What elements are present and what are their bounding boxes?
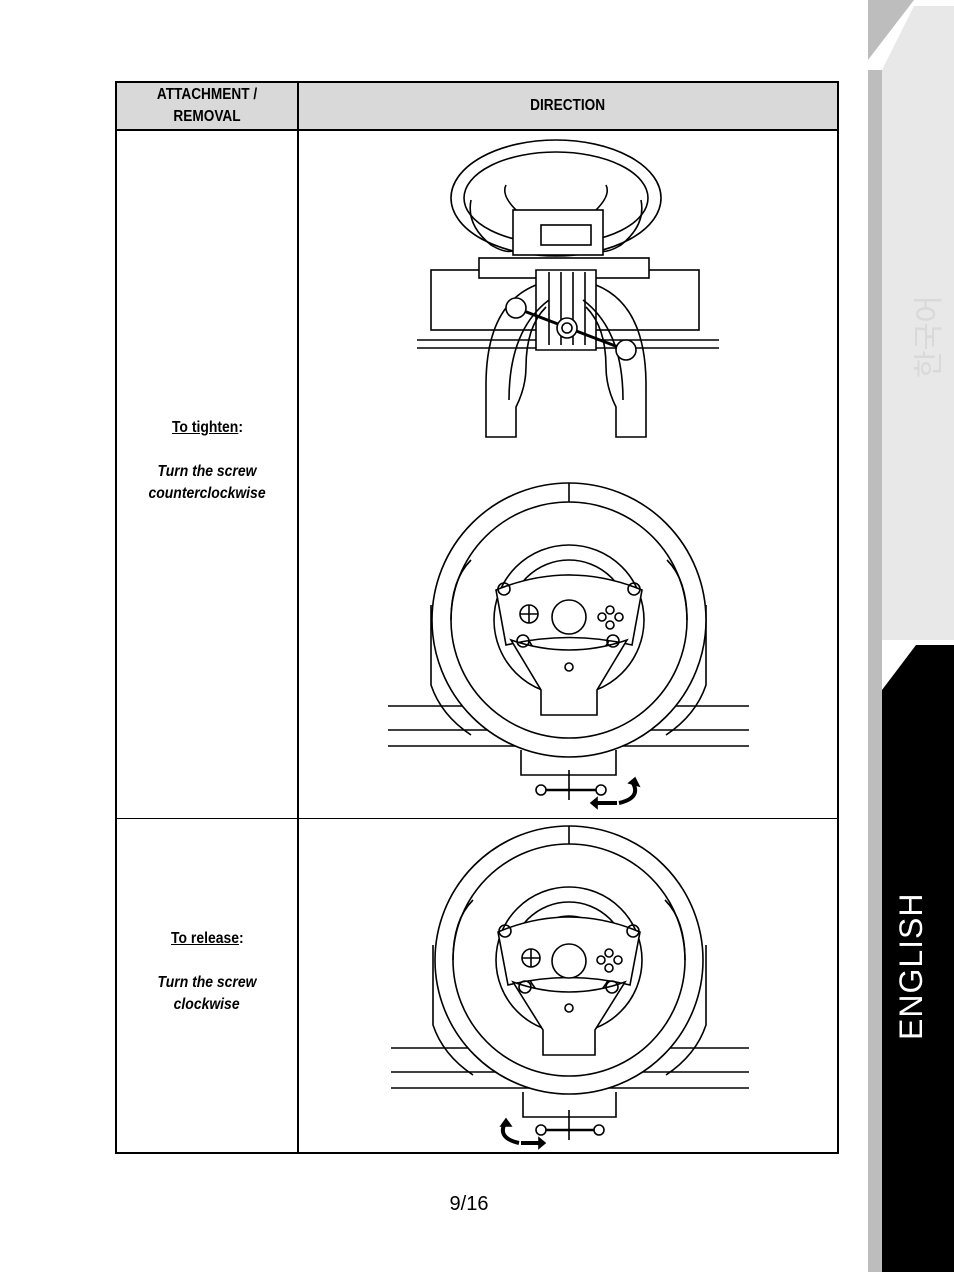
release-instruction: To release: Turn the screw clockwise [117,928,297,1016]
wheel-illustration-tighten [388,482,749,810]
tighten-line1: Turn the screw [157,463,257,480]
table-row-tighten: To tighten: Turn the screw counterclockw… [117,131,837,819]
wheel-illustration-release [391,825,749,1150]
cell-tighten-illustrations [299,131,837,818]
instruction-table: ATTACHMENT / REMOVAL DIRECTION To tighte… [115,81,839,1154]
cell-tighten-instructions: To tighten: Turn the screw counterclockw… [117,131,299,818]
page-number: 9/16 [449,1193,489,1215]
tighten-heading: To tighten [171,419,238,436]
tab-english-label[interactable]: ENGLISH [893,892,929,1040]
clamp-illustration [417,139,719,438]
header-attachment-removal: ATTACHMENT / REMOVAL [117,83,299,131]
tighten-instruction: To tighten: Turn the screw counterclockw… [117,417,297,505]
cell-release-instructions: To release: Turn the screw clockwise [117,819,299,1152]
release-line1: Turn the screw [157,974,257,991]
release-line2: clockwise [174,996,240,1013]
language-tabs-background [868,0,954,1272]
tighten-line2: counterclockwise [148,485,266,502]
tab-korean-label[interactable]: 한국어 [913,295,946,378]
header-direction: DIRECTION [299,83,837,131]
table-row-release: To release: Turn the screw clockwise [117,819,837,1152]
cell-release-illustration [299,819,837,1152]
release-heading: To release [170,930,239,947]
